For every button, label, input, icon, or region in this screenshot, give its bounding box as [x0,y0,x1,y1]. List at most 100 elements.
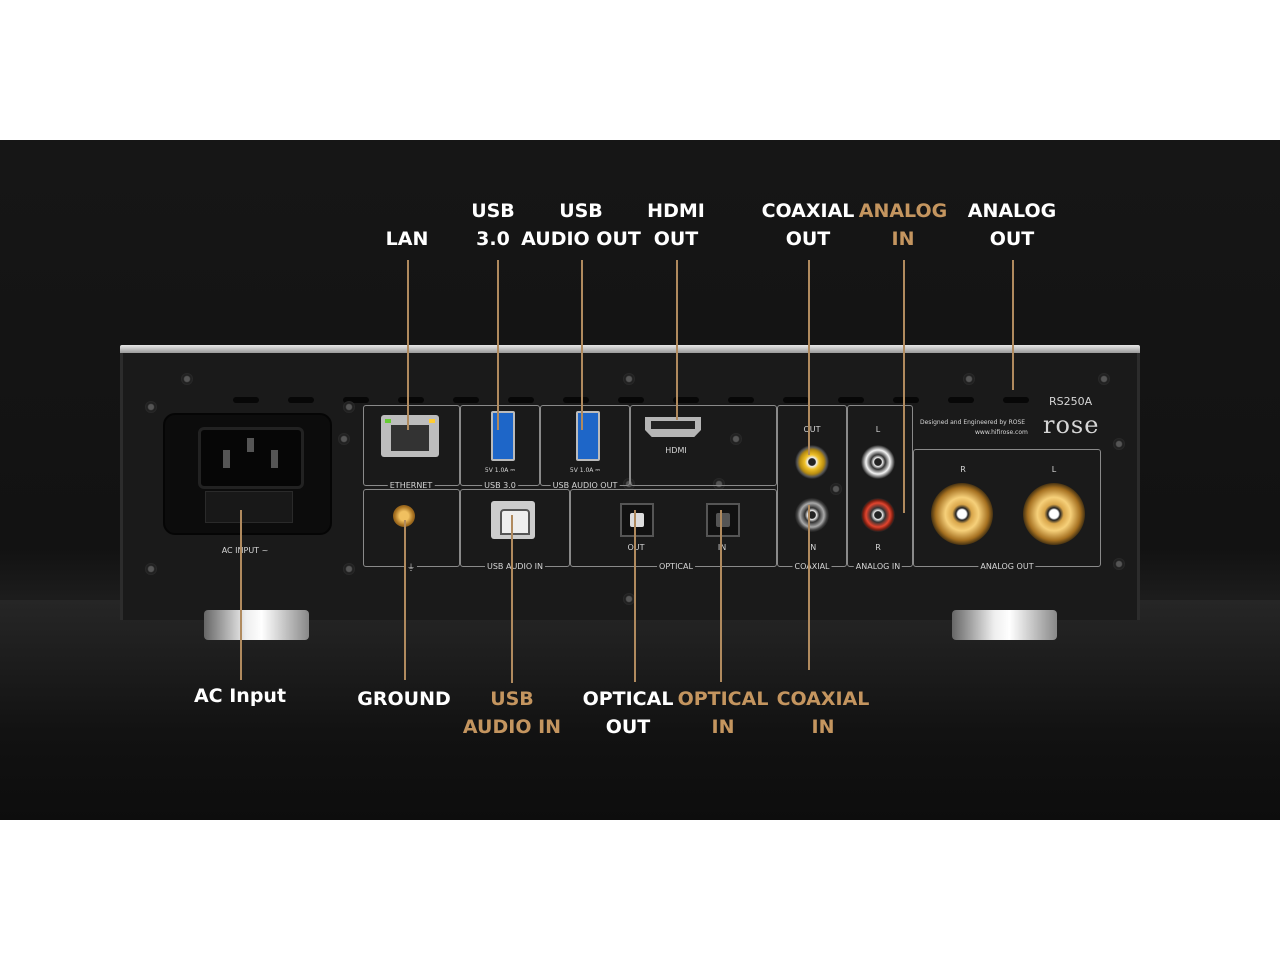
top-cover [120,345,1140,353]
screw [730,433,742,445]
coax-in-text: IN [805,543,819,552]
screw [343,563,355,575]
usb-b-opening [500,509,530,535]
usb-audio-out-port [576,411,600,461]
right-foot [952,610,1057,640]
vent-slot [563,397,589,403]
model-number: RS250A [1049,395,1093,408]
analog-in-l-text: L [873,425,883,434]
leader-line-lan [407,260,409,430]
screw [1113,438,1125,450]
screw [830,483,842,495]
analog-out-l-text: L [1049,465,1059,474]
usb-audio-out-rating: 5V 1.0A ⎓ [567,467,603,475]
leader-line-usb-3 [497,260,499,430]
vent-slot [343,397,369,403]
usb-b-port [491,501,535,539]
hdmi-opening [651,421,695,429]
leader-line-ac-input [240,510,242,680]
screw [145,563,157,575]
hdmi-text: HDMI [663,446,689,455]
ground-symbol: ⏚ [405,562,417,573]
pin [223,450,230,468]
usb-audio-in-text: USB AUDIO IN [485,562,545,571]
screw [623,593,635,605]
screw [1098,373,1110,385]
optical-window [630,513,644,527]
vent-slot [508,397,534,403]
coax-out-text: OUT [801,425,823,434]
vent-slot [618,397,644,403]
rose-logo: rose [1043,411,1100,439]
leader-line-optical-out [634,510,636,682]
vent-slot [398,397,424,403]
vent-slot [1003,397,1029,403]
analog-out-r-text: R [958,465,968,474]
leader-line-analog-out [1012,260,1014,390]
analog-in-r-text: R [873,543,883,552]
vent-slot [453,397,479,403]
ground-terminal [393,505,415,527]
hdmi-port [645,417,701,437]
label-ac-input: AC Input [193,685,287,707]
leader-line-coaxial-out [808,260,810,455]
led [429,419,435,423]
usb-audio-out-text: USB AUDIO OUT [550,481,620,490]
screw [623,373,635,385]
optical-out-port [620,503,654,537]
analog-in-text: ANALOG IN [853,562,903,571]
ground-section [363,489,460,567]
vent-slot [233,397,259,403]
rs250a-rear-panel: AC INPUT ~ ETHERNET 5V 1.0A ⎓ USB 3.0 5V… [120,345,1140,620]
left-foot [204,610,309,640]
label-ground: GROUND [357,688,451,710]
leader-line-analog-in [903,260,905,513]
screw [963,373,975,385]
optical-window [716,513,730,527]
screw [338,433,350,445]
optical-text: OPTICAL [657,562,695,571]
screw [181,373,193,385]
optical-out-text: OUT [625,543,647,552]
label-lan: LAN [385,228,429,250]
rj45-opening [391,425,429,451]
screw [1113,558,1125,570]
analog-out-right-binding-post [931,483,993,545]
coaxial-out-jack [795,445,829,479]
analog-out-text: ANALOG OUT [978,562,1036,571]
leader-line-ground [404,520,406,680]
designed-by-text: Designed and Engineered by ROSE [920,419,1026,426]
iec-socket [198,427,304,489]
usb30-text: USB 3.0 [482,481,518,490]
leader-line-usb-audio-in [511,515,513,683]
vent-slot [783,397,809,403]
analog-in-left-jack [861,445,895,479]
led [385,419,391,423]
pin [271,450,278,468]
optical-in-port [706,503,740,537]
optical-section [570,489,777,567]
vent-slot [728,397,754,403]
leader-line-usb-audio-out [581,260,583,430]
vent-slot [948,397,974,403]
vent-slot [838,397,864,403]
usb30-port [491,411,515,461]
vent-slot [673,397,699,403]
analog-in-right-jack [861,498,895,532]
leader-line-optical-in [720,510,722,682]
website-text: www.hifirose.com [975,429,1028,436]
fuse-holder [205,491,293,523]
optical-in-text: IN [715,543,729,552]
pin [247,438,254,452]
screw [713,478,725,490]
usb30-rating: 5V 1.0A ⎓ [482,467,518,475]
